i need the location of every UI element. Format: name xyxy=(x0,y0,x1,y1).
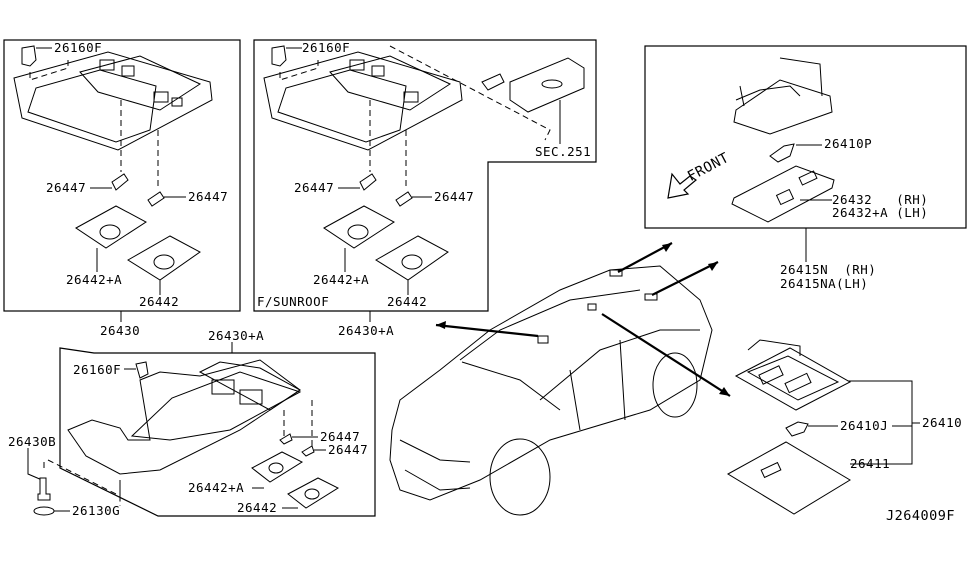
rear-lamp-assembly-label: 26410 xyxy=(922,415,963,430)
panel-4-clip-label: 26160F xyxy=(73,362,122,377)
panel-2-console xyxy=(263,51,463,151)
roof-lamp-marker-mid xyxy=(587,303,597,311)
lens-lh-label: 26432+A (LH) xyxy=(832,205,929,220)
panel-4-lens-icon xyxy=(287,477,340,509)
panel-4-clip-icon xyxy=(135,361,149,379)
rear-lamp-bulb-icon xyxy=(785,421,809,437)
map-lamp-lens-icon xyxy=(731,165,835,223)
map-lamp-rh-label: 26415N (RH) xyxy=(780,262,877,277)
section-ref-label: SEC.251 xyxy=(535,144,592,159)
panel-2-lens-label: 26442 xyxy=(387,294,428,309)
rear-lamp-lens-label: 26411 xyxy=(850,456,891,471)
panel-3-bulb-icon xyxy=(769,143,795,163)
lens-rh-label: 26432 (RH) xyxy=(832,192,929,207)
map-lamp-housing-icon xyxy=(733,57,833,135)
callout-arrows xyxy=(435,242,731,397)
panel-2-bulb-right-icon xyxy=(395,191,413,207)
roof-lamp-marker-rear xyxy=(644,293,658,301)
panel-4-bulb-2-icon xyxy=(301,445,315,457)
cap-label: 26130G xyxy=(72,503,121,518)
panel-1-lens-a-label: 26442+A xyxy=(66,272,123,287)
panel-2-clip-label: 26160F xyxy=(302,40,351,55)
panel-4-bulb-1-icon xyxy=(279,433,293,445)
roof-lamp-marker-top xyxy=(609,269,623,277)
panel-1-lens-icon xyxy=(127,235,201,281)
panel-1-lens-a-icon xyxy=(75,205,147,249)
cap-icon xyxy=(33,506,55,516)
panel-4-lens-label: 26442 xyxy=(237,500,278,515)
panel-2-lens-icon xyxy=(375,235,449,281)
panel-1-console xyxy=(13,51,213,151)
panel-2-bulb-left-label: 26447 xyxy=(294,180,335,195)
sunroof-switch-icon xyxy=(481,57,585,113)
panel-4-lens-a-label: 26442+A xyxy=(188,480,245,495)
rear-lamp-bulb-label: 26410J xyxy=(840,418,889,433)
panel-2-assembly-label: 26430+A xyxy=(338,323,395,338)
panel-1-lens-label: 26442 xyxy=(139,294,180,309)
vehicle-outline xyxy=(389,265,713,516)
panel-4-bulb-1-label: 26447 xyxy=(320,429,361,444)
panel-2-bulb-left-icon xyxy=(359,173,377,191)
bolt-label: 26430B xyxy=(8,434,57,449)
panel-1-bulb-right-icon xyxy=(147,191,165,207)
leader-26430b xyxy=(27,448,43,481)
panel-4-frame xyxy=(59,347,376,517)
diagram-code: J264009F xyxy=(886,508,956,524)
panel-1-assembly-label: 26430 xyxy=(100,323,141,338)
panel-4-lens-a-icon xyxy=(251,451,304,483)
panel-1-frame xyxy=(3,39,241,312)
panel-4-headliner xyxy=(67,359,302,475)
panel-2-clip-icon xyxy=(271,45,287,67)
map-lamp-lh-label: 26415NA(LH) xyxy=(780,276,869,291)
panel-2-bulb-right-label: 26447 xyxy=(434,189,475,204)
panel-2-lens-a-icon xyxy=(323,205,395,249)
panel-1-bulb-left-icon xyxy=(111,173,129,191)
bolt-icon xyxy=(37,477,51,501)
panel-2-lens-a-label: 26442+A xyxy=(313,272,370,287)
panel-1-clip-label: 26160F xyxy=(54,40,103,55)
rear-lamp-lens-icon xyxy=(727,441,851,515)
rear-lamp-housing-icon xyxy=(734,339,852,411)
panel-1-bulb-right-label: 26447 xyxy=(188,189,229,204)
panel-1-bulb-left-label: 26447 xyxy=(46,180,87,195)
panel-2-frame xyxy=(253,39,597,312)
front-arrow-icon xyxy=(667,172,698,199)
panel-4-bulb-2-label: 26447 xyxy=(328,442,369,457)
panel-3-bulb-label: 26410P xyxy=(824,136,873,151)
panel-1-clip-icon xyxy=(21,45,37,67)
roof-lamp-marker-front xyxy=(537,335,549,344)
panel-4-assembly-label: 26430+A xyxy=(208,328,265,343)
sunroof-variant-label: F/SUNROOF xyxy=(257,294,330,309)
